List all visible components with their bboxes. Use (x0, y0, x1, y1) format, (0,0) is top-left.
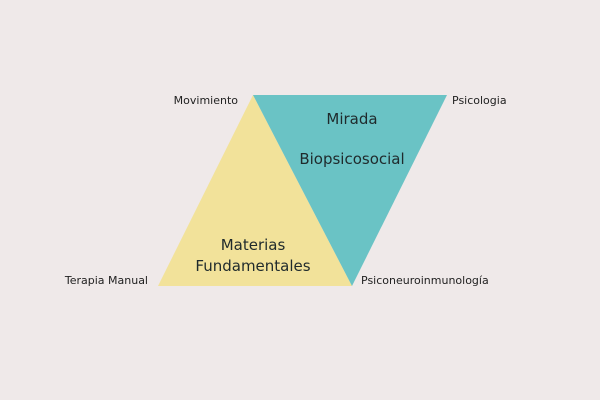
yellow-triangle-label-line2: Fundamentales (195, 257, 310, 275)
corner-label-movimiento: Movimiento (174, 94, 239, 107)
corner-label-psiconeuroinmunologia: Psiconeuroinmunología (361, 274, 489, 287)
teal-triangle-label-line2: Biopsicosocial (299, 150, 404, 168)
teal-triangle (253, 95, 447, 286)
yellow-triangle-label-line1: Materias (221, 236, 286, 254)
yellow-triangle (158, 95, 352, 286)
corner-label-psicologia: Psicologia (452, 94, 507, 107)
teal-triangle-label-line1: Mirada (326, 110, 377, 128)
corner-label-terapia-manual: Terapia Manual (64, 274, 148, 287)
